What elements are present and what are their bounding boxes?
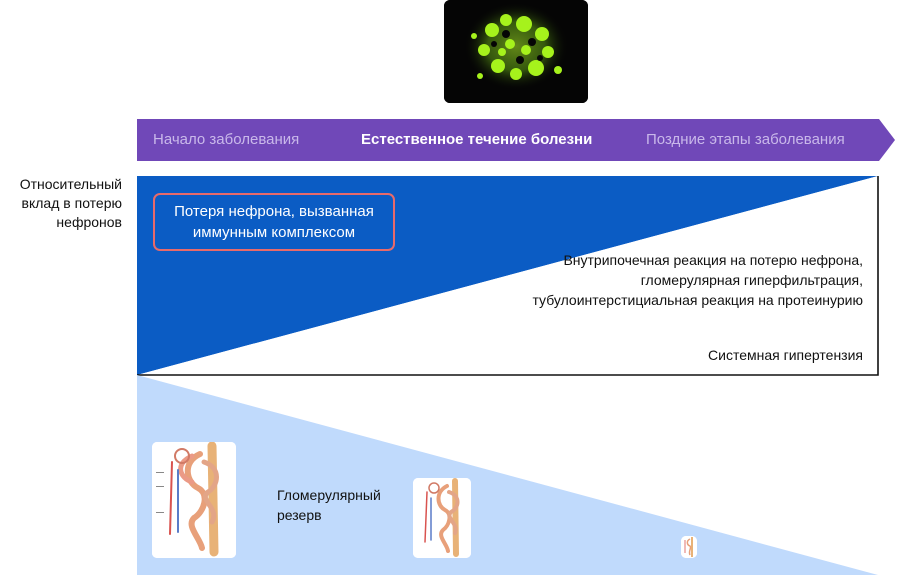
stage-late-label: Поздние этапы заболевания	[646, 131, 845, 148]
adaptive-response-region	[137, 176, 878, 375]
immune-complex-loss-label: Потеря нефрона, вызванная иммунным компл…	[174, 203, 374, 241]
glomerular-reserve-label: Гломерулярный резерв	[277, 487, 381, 523]
immune-complex-loss-box: Потеря нефрона, вызванная иммунным компл…	[153, 193, 395, 251]
glomerulus-micrograph-icon	[444, 0, 588, 103]
adaptive-response-label: Внутрипочечная реакция на потерю нефрона…	[532, 252, 863, 308]
systemic-hypertension-label: Системная гипертензия	[708, 347, 863, 363]
nephron-small-icon	[681, 536, 697, 558]
disease-stage-arrow	[137, 119, 895, 161]
y-axis-label: Относительный вклад в потерю нефронов	[19, 176, 122, 230]
stage-natural-course-label: Естественное течение болезни	[361, 131, 593, 148]
adaptive-region-outline	[137, 176, 879, 376]
nephron-large-icon	[152, 442, 236, 558]
nephron-medium-icon	[413, 478, 471, 558]
stage-early-label: Начало заболевания	[153, 131, 300, 148]
glomerular-reserve-region	[137, 375, 878, 575]
